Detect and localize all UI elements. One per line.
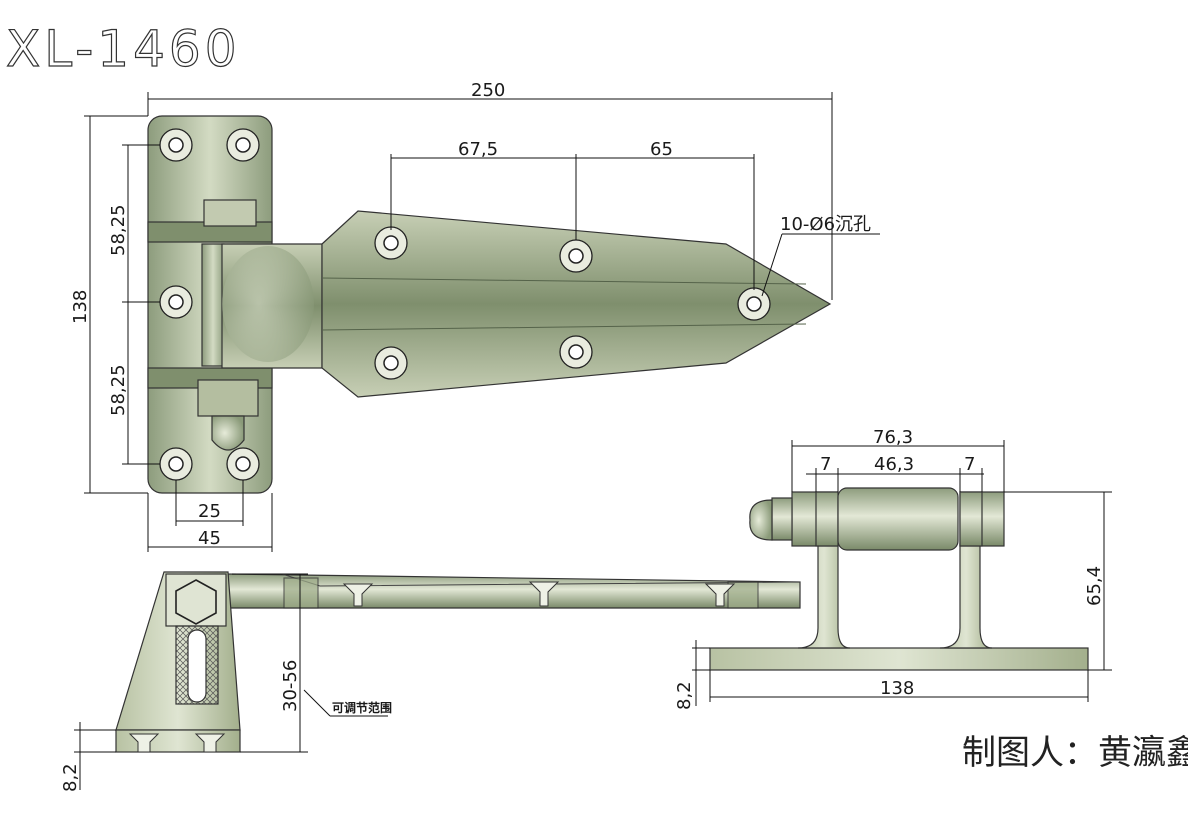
- dim-hole-pitch-x: 25: [198, 501, 221, 522]
- dim-side-left-gap: 7: [820, 454, 831, 475]
- dim-hole-spacing-2: 65: [650, 139, 673, 160]
- dim-side-width-total: 76,3: [873, 427, 913, 448]
- dim-side-height: 65,4: [1084, 566, 1105, 606]
- side-view: 76,3 7 46,3 7 65,4 8,2 138: [674, 427, 1112, 710]
- center-cylinder: [837, 487, 959, 551]
- drawing-title: XL-1460: [6, 20, 241, 78]
- dim-overall-length: 250: [471, 80, 505, 101]
- mounting-holes: [159, 128, 771, 481]
- dim-side-base-length: 138: [880, 678, 914, 699]
- dim-adjust-range: 30-56: [280, 660, 301, 712]
- dim-side-inner: 46,3: [874, 454, 914, 475]
- side-base: [709, 647, 1089, 671]
- drafter-credit: 制图人：黄瀛鑫: [962, 733, 1188, 773]
- dim-hole-spacing-1: 67,5: [458, 139, 498, 160]
- adjust-note: 可调节范围: [332, 700, 392, 715]
- dim-bottom-thickness: 8,2: [60, 763, 81, 792]
- front-view: 30-56 可调节范围 8,2: [60, 571, 801, 792]
- arm-blade: [321, 210, 832, 398]
- dim-upper-spacing: 58,25: [108, 204, 129, 256]
- dim-base-width: 45: [198, 528, 221, 549]
- dim-lower-spacing: 58,25: [108, 364, 129, 416]
- hole-note: 10-Ø6沉孔: [780, 214, 871, 235]
- dim-side-thickness: 8,2: [674, 681, 695, 710]
- dim-side-right-gap: 7: [964, 454, 975, 475]
- dim-height-total: 138: [70, 290, 91, 324]
- top-view: 250 67,5 65 10-Ø6沉孔 138 58,25 58,25 25 4…: [70, 80, 880, 552]
